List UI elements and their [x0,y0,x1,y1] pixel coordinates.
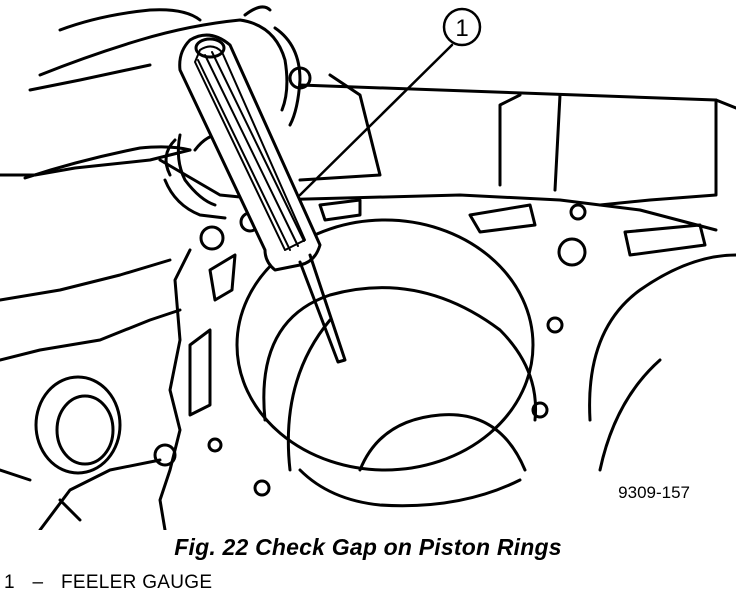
engine-block-illustration: 1 9309-157 [0,5,736,530]
left-cylinder-bore [34,375,122,475]
legend: 1 – FEELER GAUGE [4,572,212,594]
figure-caption: Fig. 22 Check Gap on Piston Rings [174,534,562,560]
legend-item: 1 – FEELER GAUGE [4,572,212,594]
engine-block-deck [0,73,736,530]
adjacent-cylinder-bore [588,253,736,472]
legend-dash: – [32,572,44,593]
drawing-code: 9309-157 [618,483,690,502]
legend-number: 1 [4,572,15,593]
upper-hand [28,5,302,127]
lower-hand [23,132,243,220]
legend-label: FEELER GAUGE [60,572,213,593]
feeler-gauge-tool [178,33,347,364]
cylinder-bore [235,218,538,508]
callout-1: 1 [442,7,482,47]
callout-number: 1 [455,15,468,42]
water-jacket-slots [188,198,707,417]
callout-leader-line [298,43,454,197]
